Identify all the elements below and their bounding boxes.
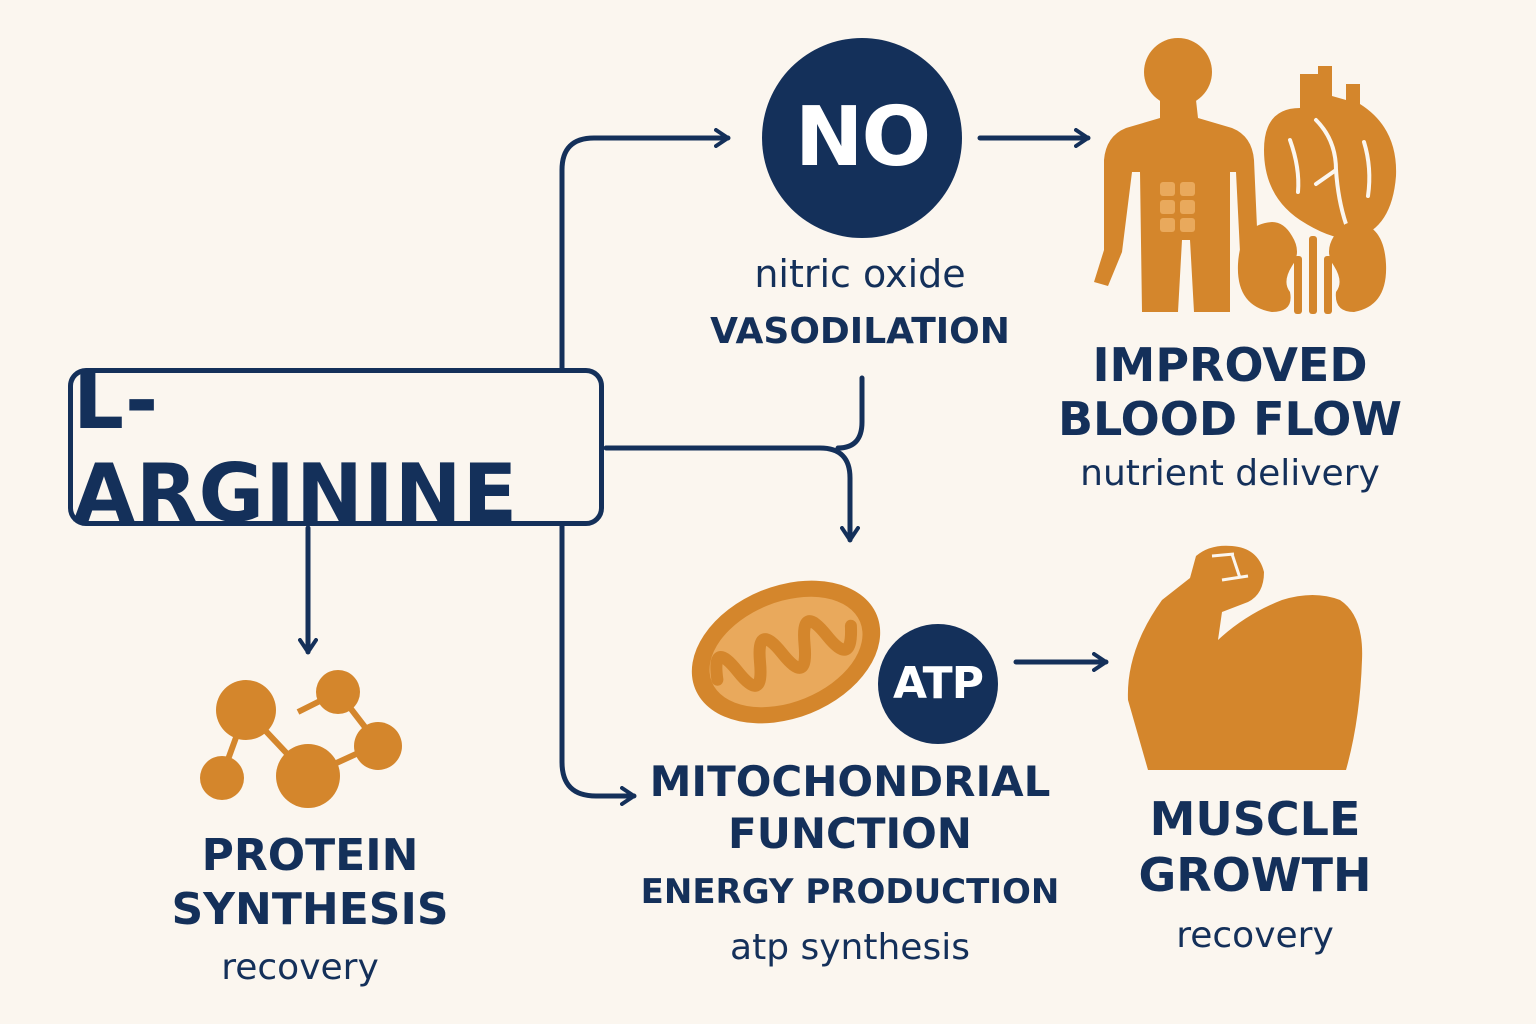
protein-recovery-label: recovery <box>221 947 379 988</box>
atp-circle <box>878 624 998 744</box>
nutrient-delivery-label: nutrient delivery <box>1080 453 1380 494</box>
mitochondrial-label: MITOCHONDRIAL <box>649 757 1051 806</box>
flexed-arm-icon <box>1127 545 1363 770</box>
improved-label: IMPROVED <box>1092 338 1368 392</box>
blood-flow-label: BLOOD FLOW <box>1057 392 1403 446</box>
mitochondrion-icon <box>691 580 881 724</box>
human-body-icon <box>1094 38 1266 312</box>
kidneys-icon <box>1237 222 1387 314</box>
nitric-oxide-circle <box>762 38 962 238</box>
arrow-to-mitochondria-bottom <box>559 523 637 806</box>
muscle-recovery-label: recovery <box>1176 915 1334 956</box>
l-arginine-label: L-ARGININE <box>73 354 519 540</box>
heart-icon <box>1264 66 1397 239</box>
arrow-no-merge <box>835 375 865 451</box>
nitric-oxide-label: nitric oxide <box>754 252 966 296</box>
vasodilation-label: VASODILATION <box>710 311 1010 352</box>
arrow-to-nitric-oxide <box>559 128 731 373</box>
growth-label: GROWTH <box>1138 848 1372 902</box>
protein-label: PROTEIN <box>201 830 419 881</box>
function-label: FUNCTION <box>728 809 972 858</box>
atp-synthesis-label: atp synthesis <box>730 927 970 968</box>
energy-production-label: ENERGY PRODUCTION <box>640 872 1060 912</box>
l-arginine-box: L-ARGININE <box>68 354 604 540</box>
atp-badge: ATP <box>893 658 984 709</box>
synthesis-label: SYNTHESIS <box>171 884 449 935</box>
no-symbol: NO <box>794 90 931 185</box>
arrow-l-arginine-to-mito <box>603 445 860 543</box>
molecule-icon <box>200 670 402 808</box>
muscle-label: MUSCLE <box>1149 792 1361 846</box>
